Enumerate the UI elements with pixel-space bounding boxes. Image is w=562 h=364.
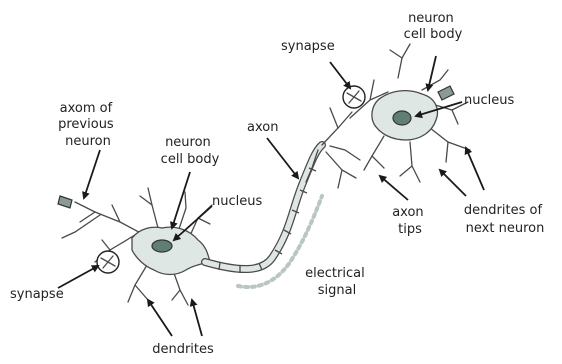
label-synapse-top: synapse [281,39,335,54]
label-axon-tips: axon tips [392,205,428,237]
left-neuron-nucleus [152,240,172,252]
label-dendrites: dendrites [152,342,214,357]
label-axon-of-previous-neuron: axom of previous neuron [58,101,118,149]
right-neuron-nucleus [393,111,411,125]
label-neuron-cell-body-left: neuron cell body [161,135,220,167]
incoming-axon-tip-right [438,86,454,100]
label-dendrites-of-next-neuron: dendrites of next neuron [464,203,546,236]
previous-axon-tip [58,196,72,208]
label-neuron-cell-body-top: neuron cell body [404,11,463,42]
label-nucleus-left: nucleus [212,194,262,209]
label-axon: axon [247,120,278,135]
right-neuron [306,44,470,188]
label-synapse-bottom: synapse [10,287,64,302]
left-neuron [58,188,212,305]
label-nucleus-right: nucleus [464,93,514,108]
left-neuron-cell-body [132,227,210,274]
label-electrical-signal: electrical signal [305,266,369,298]
